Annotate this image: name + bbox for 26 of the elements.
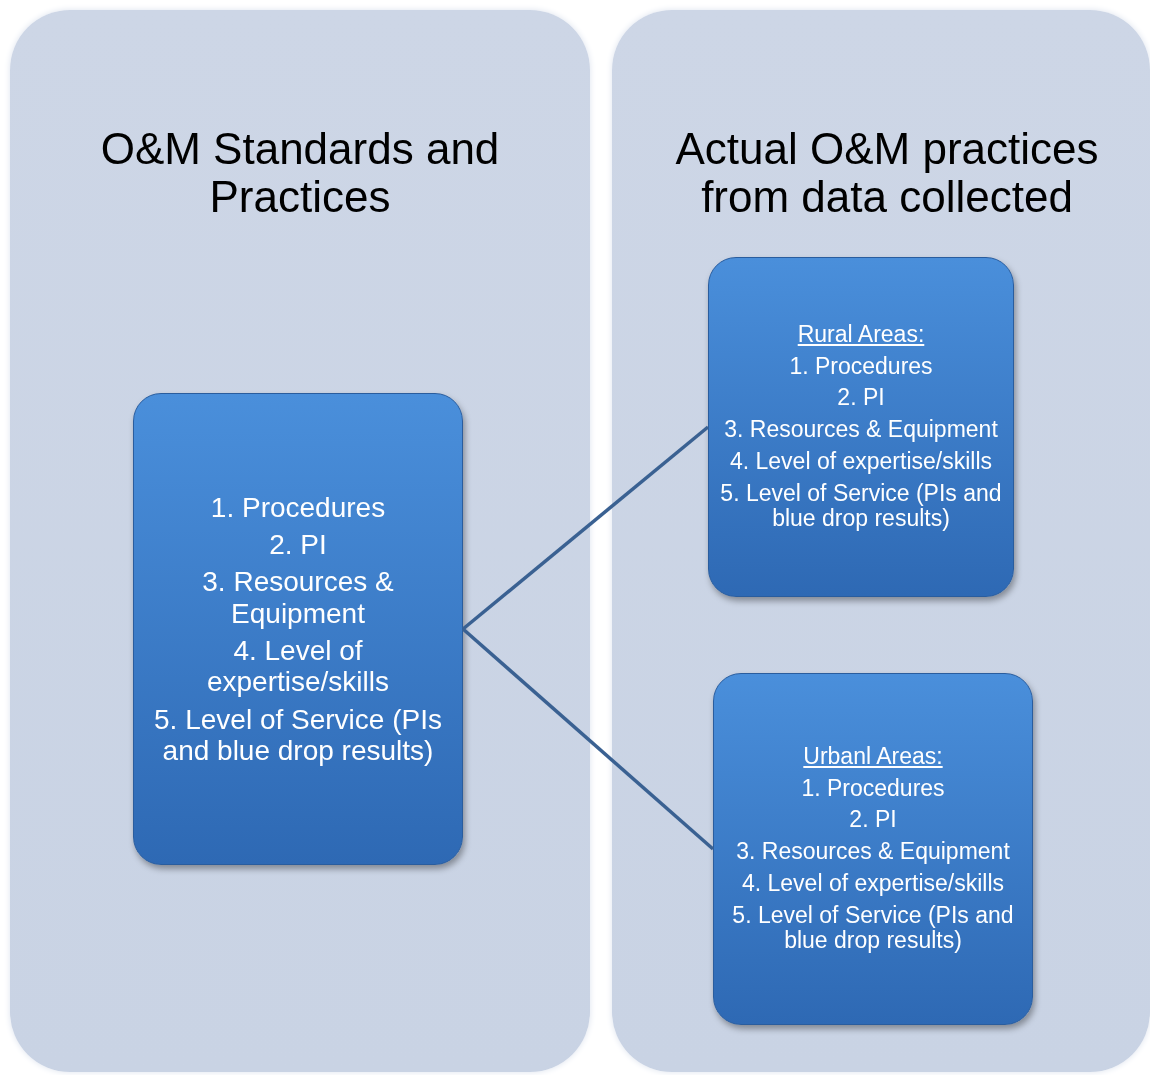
connector-line (461, 425, 710, 631)
panel-heading: Actual O&M practices from data collected (674, 125, 1100, 222)
box-heading: Urbanl Areas: (802, 743, 944, 770)
list-item: 3. Resources & Equipment (735, 839, 1011, 865)
list-item: 5. Level of Service (PIs and blue drop results) (153, 703, 443, 767)
list-box (133, 393, 463, 865)
list-box (713, 673, 1033, 1025)
list-item: 3. Resources & Equipment (723, 417, 999, 443)
list-item: 1. Procedures (788, 353, 934, 380)
list-item: 4. Level of expertise/skills (728, 448, 994, 475)
list-item: 3. Resources & Equipment (201, 566, 395, 629)
list-item: 4. Level of expertise/skills (740, 870, 1006, 897)
list-item: 5. Level of Service (PIs and blue drop results) (719, 480, 1003, 533)
panel-heading: O&M Standards and Practices (99, 125, 501, 222)
list-item: 2. PI (268, 528, 328, 561)
list-item: 4. Level of expertise/skills (205, 635, 391, 698)
group-panel (612, 10, 1150, 1072)
connector-line (461, 627, 715, 851)
list-item: 2. PI (836, 385, 886, 412)
list-box (708, 257, 1014, 597)
list-item: 2. PI (848, 807, 898, 834)
list-item: 5. Level of Service (PIs and blue drop results) (731, 902, 1015, 955)
list-item: 1. Procedures (800, 775, 946, 802)
group-panel (10, 10, 590, 1072)
box-heading: Rural Areas: (796, 321, 926, 348)
list-item: 1. Procedures (209, 491, 387, 523)
